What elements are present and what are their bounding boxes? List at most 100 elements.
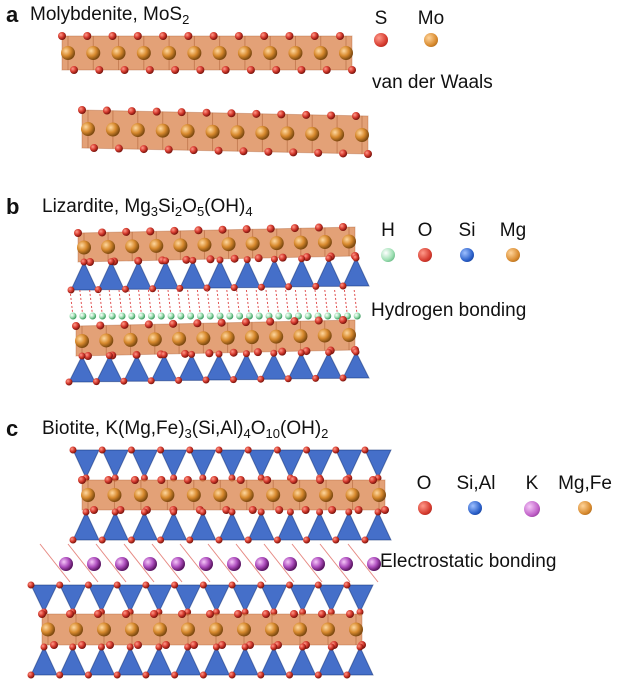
- lizardite-oct-bottom-anion-atom: [278, 347, 287, 356]
- lizardite-tet-bottom-oxygen-atom: [257, 375, 265, 383]
- biotite-tet-1-oxygen-atom: [244, 446, 252, 454]
- lizardite-oct-bottom-anion-atom: [314, 316, 323, 325]
- mos2-layer-top-anion-atom: [260, 32, 269, 40]
- biotite-oct-2-anion-atom: [262, 610, 270, 618]
- lizardite-tet-bottom-oxygen-atom: [188, 350, 196, 358]
- biotite-oct-1-anion-atom: [183, 476, 192, 484]
- biotite-oct-2-metal-atom: [265, 622, 279, 637]
- mos2-layer-top-anion-atom: [322, 66, 331, 74]
- hydrogen-bond-line: [157, 289, 162, 317]
- lizardite-tet-top-tetrahedron: [70, 260, 98, 291]
- lizardite-tet-top-oxygen-atom: [352, 254, 360, 262]
- biotite-tet-3-tetrahedron: [116, 584, 144, 614]
- biotite-tet-2-tetrahedron: [305, 510, 334, 541]
- electrostatic-bond-line: [95, 543, 127, 583]
- lizardite-tet-bottom-tetrahedron: [150, 353, 179, 382]
- lizardite-oct-bottom-anion-atom: [181, 349, 190, 358]
- biotite-oct-1-metal-atom: [239, 488, 254, 502]
- biotite-tet-1-oxygen-atom: [228, 474, 236, 482]
- biotite-potassium-atom: [143, 557, 157, 571]
- mos2-layer-top-metal-atom: [187, 46, 202, 60]
- lizardite-oct-top-metal-atom: [77, 240, 91, 255]
- lizardite-hydrogen-atom: [285, 312, 293, 320]
- lizardite-tet-top-tetrahedron: [342, 256, 370, 287]
- mos2-layer-top-metal-atom: [212, 46, 227, 60]
- biotite-oct-2-anion-atom: [134, 641, 142, 649]
- biotite-tet-3-oxygen-atom: [314, 581, 322, 589]
- mos2-layer-top-anion-atom: [285, 32, 294, 40]
- legend-swatch-si: [460, 248, 474, 262]
- biotite-oct-1-metal-atom: [372, 488, 386, 502]
- biotite-tet-3-tetrahedron: [202, 584, 231, 614]
- legend-label-mg: Mg: [499, 220, 527, 241]
- panel-b-letter: b: [6, 194, 20, 219]
- biotite-oct-2-metal-atom: [153, 622, 167, 637]
- mos2-layer-top-anion-atom: [310, 32, 319, 40]
- biotite-tet-3-oxygen-atom: [228, 581, 236, 589]
- lizardite-tet-bottom-tetrahedron: [205, 352, 233, 381]
- mos2-layer-top-anion-atom: [348, 66, 356, 74]
- title-subscript: 4: [243, 426, 251, 441]
- electrostatic-bond-line: [319, 543, 351, 583]
- biotite-tet-4-oxygen-atom: [228, 671, 236, 679]
- biotite-tet-2-oxygen-atom: [215, 536, 223, 544]
- lizardite-tet-top-oxygen-atom: [189, 256, 197, 264]
- bonding-label-electrostatic: Electrostatic bonding: [380, 551, 557, 572]
- biotite-tet-1-oxygen-atom: [215, 446, 223, 454]
- lizardite-oct-bottom-anion-atom: [169, 319, 178, 328]
- lizardite-tet-top-tetrahedron: [97, 260, 125, 291]
- lizardite-tet-bottom-oxygen-atom: [147, 377, 155, 385]
- legend-swatch-mg: [506, 248, 520, 262]
- lizardite-hydrogen-atom: [89, 312, 97, 320]
- biotite-oct-2-metal-atom: [321, 622, 335, 637]
- lizardite-tet-top-oxygen-atom: [298, 255, 306, 263]
- lizardite-hydrogen-atom: [255, 312, 263, 320]
- lizardite-tet-bottom-oxygen-atom: [284, 375, 292, 383]
- lizardite-oct-bottom-slab: [75, 319, 356, 357]
- lizardite-oct-top-metal-atom: [245, 236, 260, 251]
- electrostatic-bond-line: [207, 543, 239, 583]
- lizardite-oct-top-metal-atom: [197, 237, 212, 252]
- mos2-layer-bottom-anion-atom: [177, 108, 186, 117]
- mos2-layer-bottom-metal-atom: [180, 124, 195, 139]
- biotite-tet-2-oxygen-atom: [316, 508, 324, 516]
- mos2-layer-top-anion-atom: [58, 32, 66, 40]
- lizardite-tet-top-oxygen-atom: [80, 258, 88, 266]
- mos2-layer-top-anion-atom: [234, 32, 243, 40]
- lizardite-hydrogen-atom: [245, 312, 253, 320]
- lizardite-hydrogen-atom: [236, 312, 244, 320]
- mos2-layer-top-metal-atom: [288, 46, 303, 60]
- biotite-oct-1-anion-atom: [236, 476, 245, 484]
- biotite-tet-2-oxygen-atom: [303, 536, 311, 544]
- mos2-layer-bottom-metal-atom: [305, 126, 320, 141]
- hydrogen-bond-line: [98, 289, 103, 317]
- mos2-layer-top-anion-atom: [95, 66, 104, 74]
- mos2-layer-bottom-anion-atom: [102, 106, 111, 115]
- biotite-tet-1-tetrahedron: [364, 449, 392, 480]
- lizardite-tet-top-oxygen-atom: [121, 285, 129, 293]
- bonding-label-hydrogen: Hydrogen bonding: [371, 300, 527, 321]
- biotite-tet-2-tetrahedron: [189, 510, 217, 541]
- biotite-tet-1-tetrahedron: [218, 449, 246, 480]
- lizardite-tet-bottom-oxygen-atom: [215, 350, 223, 358]
- biotite-tet-2-oxygen-atom: [157, 536, 165, 544]
- biotite-oct-1-metal-atom: [345, 488, 360, 502]
- lizardite-hydrogen-atom: [353, 312, 361, 320]
- biotite-tet-3-oxygen-atom: [27, 581, 35, 589]
- biotite-tet-4-oxygen-atom: [97, 643, 105, 651]
- mos2-layer-top-anion-atom: [108, 32, 117, 40]
- lizardite-oct-top-slab: [77, 226, 356, 263]
- title-subscript: 3: [150, 204, 159, 219]
- legend-swatch-si-al: [468, 501, 482, 515]
- biotite-tet-3-tetrahedron: [288, 584, 317, 614]
- lizardite-oct-bottom-anion-atom: [120, 320, 129, 329]
- mos2-layer-bottom-metal-atom: [230, 125, 245, 140]
- lizardite-tet-bottom-oxygen-atom: [92, 378, 100, 386]
- lizardite-hydrogen-atom: [79, 312, 87, 320]
- hydrogen-bond-line: [245, 289, 250, 317]
- mos2-layer-bottom-metal-atom: [205, 124, 220, 139]
- biotite-oct-2-metal-atom: [181, 622, 195, 637]
- biotite-tet-2-tetrahedron: [130, 510, 159, 541]
- lizardite-tet-top-oxygen-atom: [203, 284, 211, 292]
